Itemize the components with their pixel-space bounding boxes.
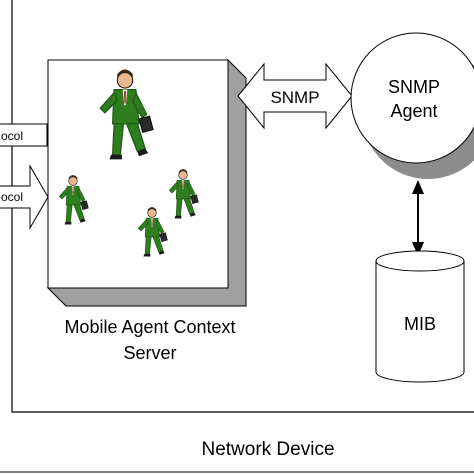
snmp-double-arrow: SNMP <box>237 62 353 130</box>
snmp-agent-label-line1: SNMP <box>388 77 440 97</box>
input-arrow-2-label: ocol <box>1 190 23 204</box>
agent-mib-link <box>412 180 424 256</box>
snmp-agent-label-line2: Agent <box>390 101 437 121</box>
snmp-arrow-label: SNMP <box>270 88 319 107</box>
mib-label: MIB <box>404 314 436 334</box>
network-device-label: Network Device <box>201 439 334 460</box>
server-box-face <box>47 59 229 289</box>
snmp-agent-circle <box>350 32 474 164</box>
input-arrow-1-label: ocol <box>1 129 23 143</box>
snmp-agent-node: SNMP Agent <box>350 32 474 179</box>
mib-database: MIB <box>375 250 465 383</box>
server-label-line2: Server <box>123 343 176 363</box>
input-arrow-2: ocol <box>0 164 49 230</box>
server-label-line1: Mobile Agent Context <box>64 317 235 337</box>
context-server-box <box>46 58 247 307</box>
input-arrow-1: ocol <box>0 123 48 147</box>
